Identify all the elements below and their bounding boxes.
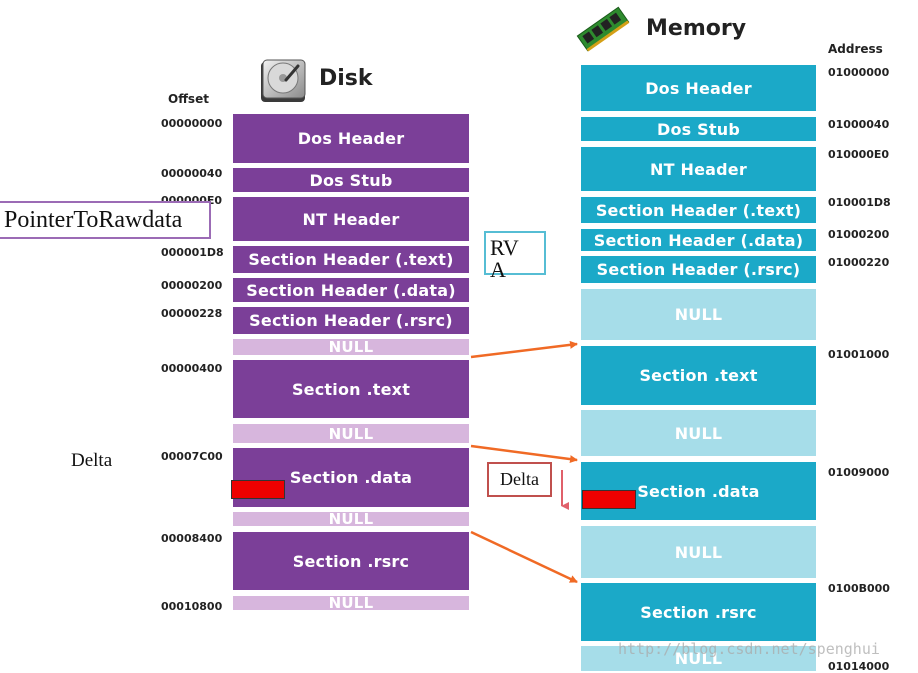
mem-section-text: Section .text <box>581 346 816 405</box>
watermark: http://blog.csdn.net/spenghui <box>618 640 880 658</box>
arrow-text-mapping <box>470 340 578 359</box>
disk-offset: 00000000 <box>161 117 223 130</box>
disk-offset: 00008400 <box>161 532 223 545</box>
disk-offset: 00007C00 <box>161 450 223 463</box>
offset-header: Offset <box>168 92 209 106</box>
disk-offset: 00000040 <box>161 167 223 180</box>
disk-section-header-data: Section Header (.data) <box>233 278 469 302</box>
disk-offset: 00010800 <box>161 600 223 613</box>
delta-box: Delta <box>487 462 552 497</box>
disk-nt-header: NT Header <box>233 197 469 241</box>
disk-offset: 00000400 <box>161 362 223 375</box>
hard-drive-icon <box>258 56 310 106</box>
disk-section-text: Section .text <box>233 360 469 418</box>
mem-null: NULL <box>581 289 816 340</box>
arrow-data-mapping <box>470 444 578 464</box>
pointer-to-rawdata-label: PointerToRawdata <box>4 206 183 233</box>
mem-address: 01000200 <box>828 228 890 241</box>
mem-address: 01014000 <box>828 660 890 673</box>
disk-section-header-rsrc: Section Header (.rsrc) <box>233 307 469 334</box>
rva-label-line2: A <box>490 257 506 282</box>
mem-dos-stub: Dos Stub <box>581 117 816 141</box>
rva-label-line1: RV <box>490 235 519 260</box>
mem-dos-header: Dos Header <box>581 65 816 111</box>
disk-null: NULL <box>233 424 469 443</box>
mem-null: NULL <box>581 410 816 456</box>
disk-null: NULL <box>233 338 469 356</box>
mem-address: 01000040 <box>828 118 890 131</box>
disk-null: NULL <box>233 510 469 528</box>
mem-data-marker <box>582 490 636 509</box>
mem-address: 01009000 <box>828 466 890 479</box>
mem-address: 010001D8 <box>828 196 891 209</box>
delta-box-label: Delta <box>500 469 539 489</box>
arrow-rsrc-mapping <box>470 530 578 584</box>
mem-address: 0100B000 <box>828 582 890 595</box>
disk-data-marker <box>231 480 285 499</box>
memory-title: Memory <box>646 16 747 41</box>
mem-section-header-text: Section Header (.text) <box>581 197 816 223</box>
disk-offset: 000001D8 <box>161 246 224 259</box>
disk-section-rsrc: Section .rsrc <box>233 532 469 590</box>
disk-null: NULL <box>233 594 469 612</box>
mem-section-header-rsrc: Section Header (.rsrc) <box>581 256 816 283</box>
disk-section-header-text: Section Header (.text) <box>233 246 469 273</box>
address-header: Address <box>828 42 883 56</box>
disk-dos-stub: Dos Stub <box>233 168 469 192</box>
mem-section-header-data: Section Header (.data) <box>581 229 816 251</box>
mem-address: 01000000 <box>828 66 890 79</box>
delta-left-label: Delta <box>71 450 113 471</box>
mem-section-rsrc: Section .rsrc <box>581 583 816 641</box>
disk-offset: 00000228 <box>161 307 223 320</box>
mem-address: 01001000 <box>828 348 890 361</box>
ram-module-icon <box>572 2 634 56</box>
disk-offset: 00000200 <box>161 279 223 292</box>
pointer-to-rawdata-box: PointerToRawdata <box>0 201 211 239</box>
mem-address: 01000220 <box>828 256 890 269</box>
mem-address: 010000E0 <box>828 148 890 161</box>
rva-box: RV A <box>484 231 546 281</box>
mem-null: NULL <box>581 646 816 671</box>
disk-title: Disk <box>319 66 373 91</box>
mem-nt-header: NT Header <box>581 147 816 191</box>
mem-null: NULL <box>581 526 816 578</box>
disk-dos-header: Dos Header <box>233 114 469 163</box>
